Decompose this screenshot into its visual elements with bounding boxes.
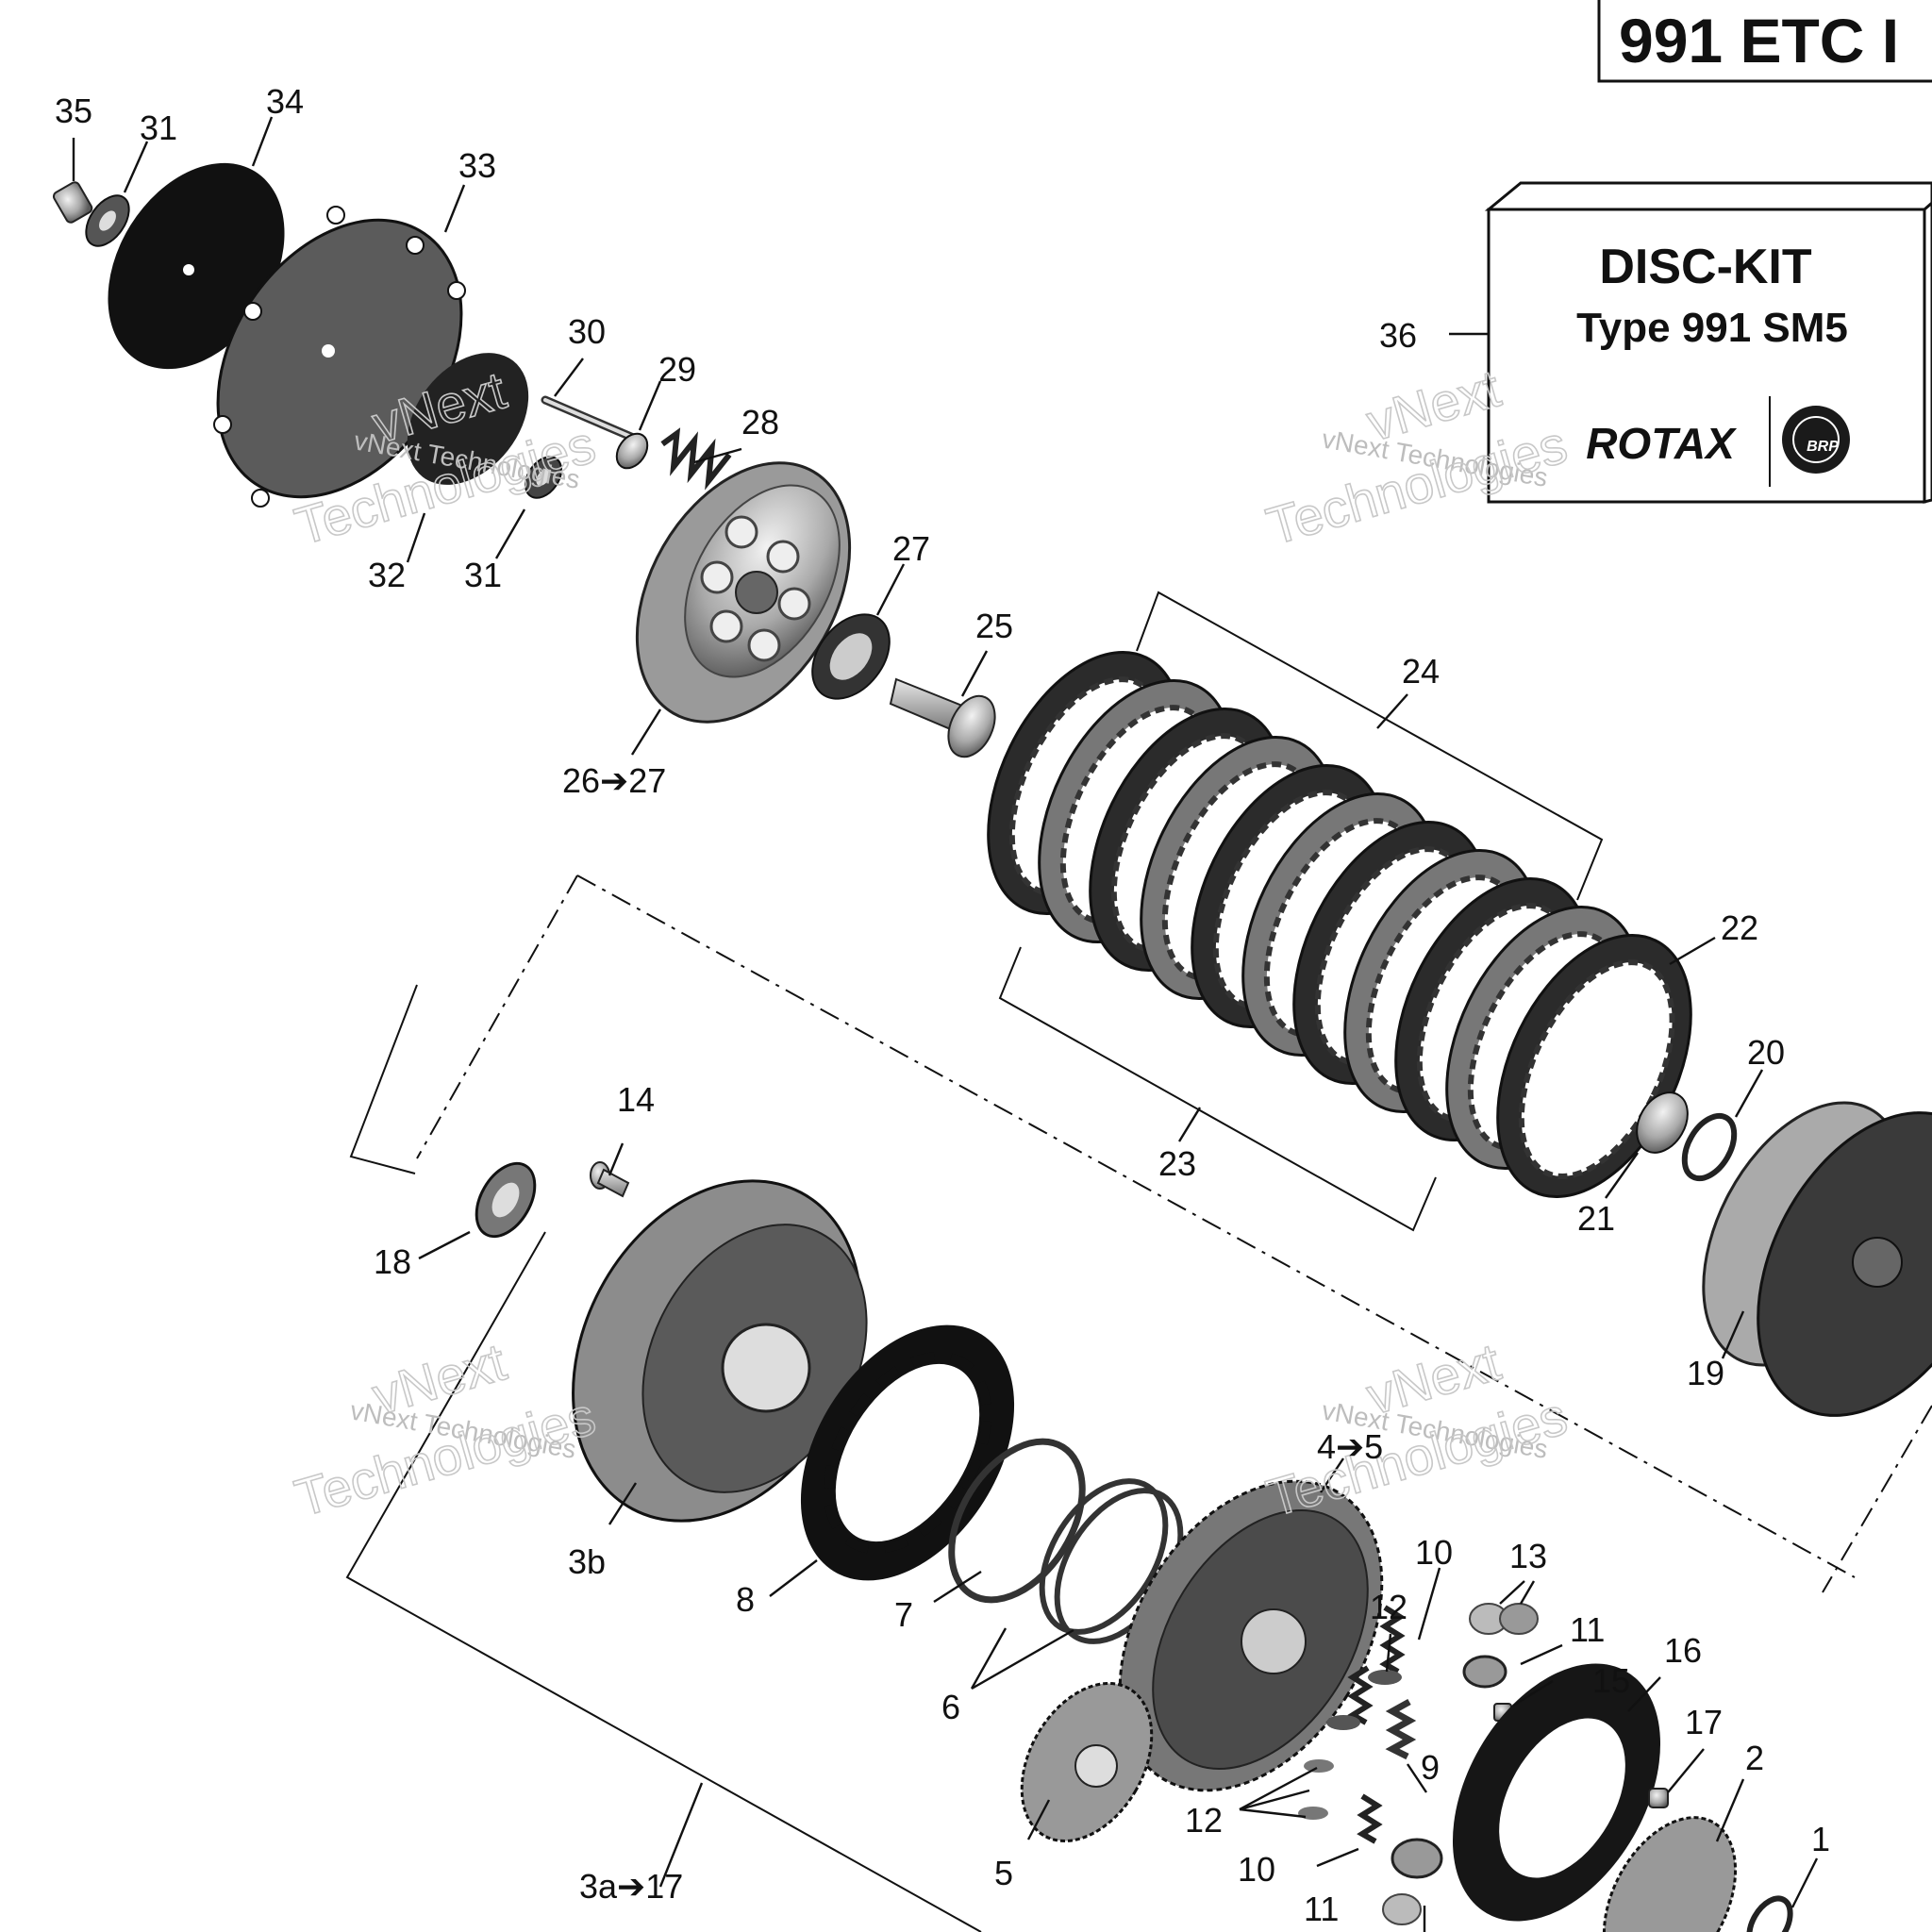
callout-12-top: 12: [1370, 1588, 1407, 1626]
callout-36: 36: [1379, 316, 1417, 355]
callout-9: 9: [1421, 1748, 1440, 1787]
part-20-washer: [1681, 1112, 1738, 1182]
part-28-spring: [660, 427, 732, 491]
callout-17: 17: [1685, 1703, 1723, 1741]
part-31-washer-mid: [524, 456, 563, 499]
callout-16: 16: [1664, 1631, 1702, 1670]
brp-badge-text: BRP: [1807, 439, 1839, 455]
callout-8: 8: [736, 1580, 755, 1619]
part-30-push-rod: [541, 395, 642, 444]
part-7-ring: [948, 1438, 1086, 1604]
watermark-bottom-right: vNext Technologies vNext Technologies: [1259, 1331, 1574, 1529]
callout-26-27: 26➔27: [562, 761, 666, 800]
callout-33: 33: [458, 146, 496, 185]
part-1-washer: [1746, 1895, 1793, 1932]
callout-labels: 35 31 34 33 30 29 28 32 31 27 25 26➔27 2…: [55, 82, 1830, 1928]
disc-23-bracket: [998, 946, 1437, 1232]
callout-18: 18: [374, 1242, 411, 1281]
part-25-pin: [889, 677, 996, 758]
callout-11-bottom: 11: [1304, 1890, 1339, 1928]
part-9-springs: [1385, 1698, 1417, 1760]
part-32-cover-seal: [407, 353, 529, 485]
callout-1: 1: [1811, 1820, 1830, 1858]
callout-15: 15: [1592, 1661, 1630, 1700]
disc-kit-heading: DISC-KIT: [1599, 240, 1812, 294]
part-27-bearing: [811, 613, 891, 700]
part-19-inner-hub: [1702, 1101, 1932, 1417]
callout-6: 6: [941, 1688, 960, 1726]
part-4-primary-gear: [1118, 1479, 1384, 1792]
title-box: 991 ETC I: [1597, 0, 1932, 83]
part-18-nut: [475, 1161, 537, 1239]
disc-inner-teeth: [1518, 959, 1675, 1179]
callout-28: 28: [741, 403, 779, 441]
callout-19: 19: [1687, 1354, 1724, 1392]
callout-34: 34: [266, 82, 304, 121]
disc-stack: [987, 650, 1692, 1199]
callout-21: 21: [1577, 1199, 1615, 1238]
callout-10-bottom: 10: [1238, 1850, 1275, 1889]
part-14-bolt: [590, 1161, 630, 1198]
callout-32: 32: [368, 556, 406, 594]
part-13-plugs: [1469, 1603, 1539, 1635]
part-21-nut: [1636, 1091, 1689, 1154]
part-29-spring-seat: [615, 432, 649, 470]
callout-23: 23: [1158, 1144, 1196, 1183]
callout-4-5: 4➔5: [1317, 1427, 1383, 1466]
brp-logo: [1782, 406, 1850, 474]
watermark-bottom-left: vNext Technologies vNext Technologies: [288, 1331, 602, 1529]
part-35-nut: [52, 181, 93, 224]
callout-31-top: 31: [140, 108, 177, 147]
callout-22: 22: [1721, 908, 1758, 947]
part-31-washer-top: [85, 194, 130, 247]
part-2-gear: [1602, 1816, 1738, 1932]
page-title: 991 ETC I: [1619, 6, 1899, 75]
callout-27: 27: [892, 529, 930, 568]
callout-10-top: 10: [1415, 1533, 1453, 1572]
group-3a-outline: [345, 984, 982, 1932]
callout-35: 35: [55, 92, 92, 130]
callout-25: 25: [975, 607, 1013, 645]
rotax-logo: ROTAX: [1586, 419, 1737, 468]
part-11-springs: [1382, 1655, 1507, 1925]
callout-31-mid: 31: [464, 556, 502, 594]
callout-5: 5: [994, 1854, 1013, 1892]
callout-14: 14: [617, 1080, 655, 1119]
part-3b-outer-basket: [572, 1179, 868, 1523]
callout-30: 30: [568, 312, 606, 351]
callout-29: 29: [658, 350, 696, 389]
callout-7: 7: [894, 1595, 913, 1634]
callout-2: 2: [1745, 1739, 1764, 1777]
part-33-clutch-cover: [213, 206, 466, 508]
callout-12-bottom: 12: [1185, 1801, 1223, 1840]
part-17-nut: [1648, 1788, 1669, 1808]
callout-3a-17: 3a➔17: [579, 1867, 683, 1906]
disc-kit-type: Type 991 SM5: [1576, 305, 1848, 351]
part-26-pressure-plate: [635, 461, 852, 724]
disc-24-bracket: [1136, 591, 1604, 901]
callout-13: 13: [1509, 1537, 1547, 1575]
leader-lines: [72, 116, 1819, 1932]
part-5-gear: [1020, 1681, 1154, 1843]
disc-kit-box: DISC-KIT Type 991 SM5 ROTAX BRP: [1484, 181, 1932, 504]
callout-20: 20: [1747, 1033, 1785, 1072]
callout-3b: 3b: [568, 1542, 606, 1581]
part-16-plate: [1452, 1663, 1661, 1922]
callout-24: 24: [1402, 652, 1440, 691]
group-4-dashed-outline: [416, 874, 1932, 1593]
callout-11-top: 11: [1570, 1610, 1605, 1649]
